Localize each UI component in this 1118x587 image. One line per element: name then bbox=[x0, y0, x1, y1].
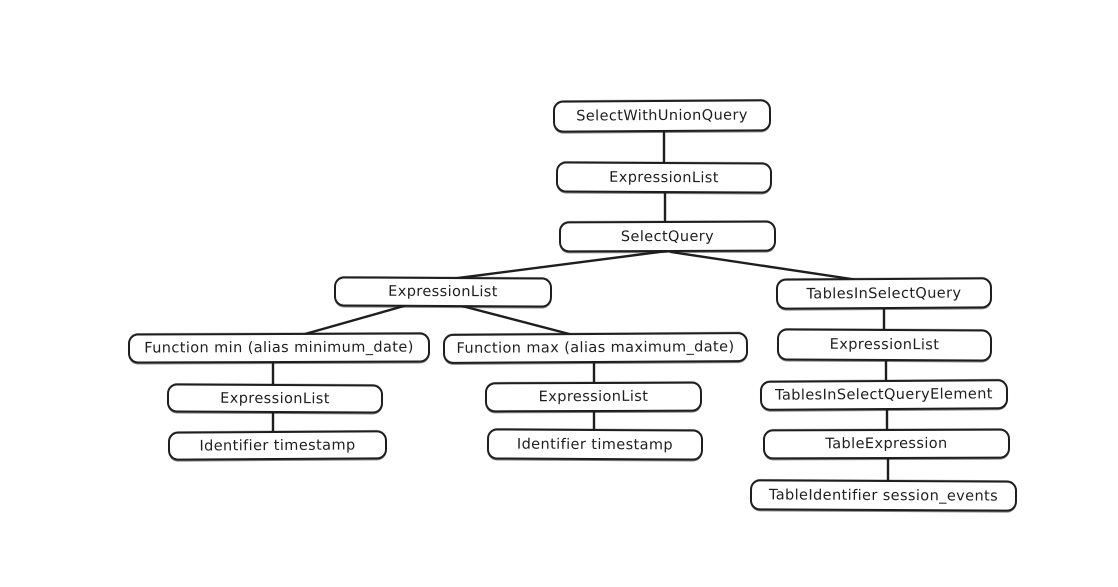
node-expression-list-select: ExpressionList bbox=[333, 276, 553, 308]
node-table-expression: TableExpression bbox=[762, 428, 1011, 460]
edge-selectquery-to-expressionlist bbox=[433, 249, 669, 283]
edge-expressionlist-to-functionmax bbox=[460, 304, 579, 338]
node-select-with-union-query: SelectWithUnionQuery bbox=[552, 99, 772, 133]
node-select-query: SelectQuery bbox=[558, 220, 777, 253]
node-identifier-timestamp-max: Identifier timestamp bbox=[486, 428, 704, 461]
node-expression-list-min: ExpressionList bbox=[166, 383, 384, 414]
node-function-max: Function max (alias maximum_date) bbox=[442, 332, 749, 364]
node-table-identifier: TableIdentifier session_events bbox=[749, 479, 1018, 512]
node-expression-list-max: ExpressionList bbox=[484, 381, 703, 413]
edge-expressionlist-to-functionmin bbox=[296, 304, 406, 338]
node-tables-in-select-query-element: TablesInSelectQueryElement bbox=[759, 379, 1009, 411]
node-expression-list-tables: ExpressionList bbox=[776, 328, 993, 362]
node-identifier-timestamp-min: Identifier timestamp bbox=[167, 430, 388, 461]
node-tables-in-select-query: TablesInSelectQuery bbox=[775, 277, 993, 310]
node-expression-list-root: ExpressionList bbox=[555, 161, 773, 194]
node-function-min: Function min (alias minimum_date) bbox=[127, 332, 431, 364]
